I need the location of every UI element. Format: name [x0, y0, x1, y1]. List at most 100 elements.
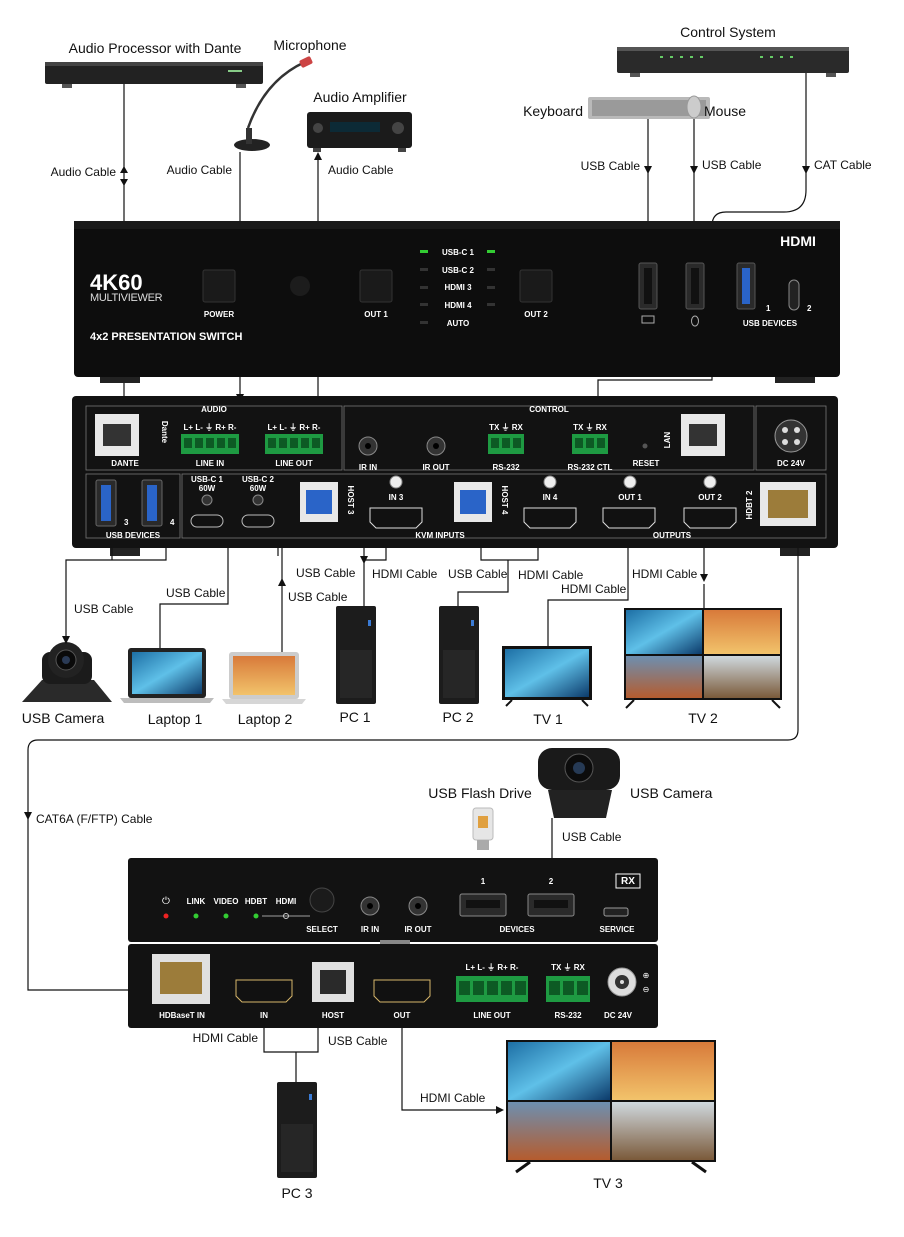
- rear-usbc2-watt: 60W: [250, 484, 267, 493]
- rear-line-out-label: LINE OUT: [275, 459, 312, 468]
- laptop-1-label: Laptop 1: [148, 711, 203, 727]
- pc-1-device: [336, 606, 376, 704]
- control-system-label: Control System: [680, 24, 776, 40]
- keyboard-device: [588, 97, 710, 119]
- ir-sensor-icon: [290, 276, 310, 296]
- rear-reset-label: RESET: [633, 459, 660, 468]
- source-usbc2-label: USB-C 2: [442, 266, 475, 275]
- rear-ir-in-label: IR IN: [359, 463, 377, 472]
- rear-in3-label: IN 3: [389, 493, 404, 502]
- hdmi-cable-label-tv2: HDMI Cable: [632, 567, 698, 581]
- in4-hdmi-port: [523, 507, 577, 529]
- microphone-device: [234, 56, 313, 151]
- rx-line-out-label: LINE OUT: [473, 1011, 510, 1020]
- front-out1-label: OUT 1: [364, 310, 388, 319]
- hdmi-cable-label-pc2: HDMI Cable: [518, 568, 584, 582]
- rs232-ctl-terminal: [572, 434, 608, 454]
- rear-usbc1-watt: 60W: [199, 484, 216, 493]
- tv-2-label: TV 2: [688, 710, 718, 726]
- pc-2-label: PC 2: [442, 709, 473, 725]
- keyboard-label: Keyboard: [523, 103, 583, 119]
- usb-camera-device-1: [22, 642, 112, 702]
- rear-host4-label: HOST 4: [500, 486, 509, 515]
- front-logo-main: 4K60: [90, 270, 143, 295]
- rs232-pins: TX ⏚ RX: [489, 423, 523, 432]
- front-logo-sub: MULTIVIEWER: [90, 292, 163, 304]
- power-button[interactable]: [202, 269, 236, 303]
- out1-hdmi-port: [602, 507, 656, 529]
- rs232-terminal: [488, 434, 524, 454]
- rx-rs232-terminal: [546, 976, 590, 1002]
- rx-hdbt-label: HDBT: [245, 897, 267, 906]
- front-port2-label: 2: [807, 304, 812, 313]
- usb-camera-2-label: USB Camera: [630, 785, 713, 801]
- out1-button[interactable]: [359, 269, 393, 303]
- svg-text:⊖: ⊖: [643, 985, 650, 994]
- usb-cable-label-pc1: USB Cable: [296, 566, 356, 580]
- rx-rs232-label: RS-232: [554, 1011, 582, 1020]
- pc-3-device: [277, 1082, 317, 1178]
- audio-cable-label-1: Audio Cable: [51, 165, 117, 179]
- switch-front-panel: [74, 221, 840, 383]
- rear-dante-label: DANTE: [111, 459, 139, 468]
- mouse-device: [686, 95, 702, 119]
- source-hdmi4-label: HDMI 4: [444, 301, 472, 310]
- usb-cable-label-mouse: USB Cable: [702, 158, 762, 172]
- rear-dante-logo: Dante: [160, 421, 169, 444]
- usb-cable-label-pc3: USB Cable: [328, 1034, 388, 1048]
- rx-in-hdmi-port: [235, 979, 293, 1003]
- rear-rs232-label: RS-232: [492, 463, 520, 472]
- out2-hdmi-port: [683, 507, 737, 529]
- usb-camera-device-2: [538, 748, 620, 818]
- rear-ir-out-label: IR OUT: [422, 463, 449, 472]
- source-led-list: USB-C 1 USB-C 2 HDMI 3 HDMI 4 AUTO: [420, 248, 495, 328]
- polarity-icon: ⊕: [643, 971, 650, 980]
- hdmi-cable-label-tv1: HDMI Cable: [561, 582, 627, 596]
- rear-usbc2-label: USB-C 2: [242, 475, 275, 484]
- audio-amplifier-device: [307, 112, 412, 152]
- line-out-pins: L+ L- ⏚ R+ R-: [268, 423, 321, 432]
- front-usb-devices-label: USB DEVICES: [743, 319, 798, 328]
- rear-in4-label: IN 4: [543, 493, 558, 502]
- select-button[interactable]: [309, 887, 335, 913]
- rx-devices-label: DEVICES: [499, 925, 535, 934]
- rear-rs232-ctl-label: RS-232 CTL: [568, 463, 613, 472]
- usb-flash-drive-device: [472, 807, 494, 850]
- rx-host-label: HOST: [322, 1011, 344, 1020]
- rx-line-out-pins: L+ L- ⏚ R+ R-: [466, 963, 519, 972]
- audio-processor-label: Audio Processor with Dante: [69, 40, 242, 56]
- source-hdmi3-label: HDMI 3: [444, 283, 472, 292]
- mouse-label: Mouse: [704, 103, 746, 119]
- hdmi-cable-label-pc3: HDMI Cable: [193, 1031, 259, 1045]
- front-usb-ports: [638, 262, 800, 327]
- out2-button[interactable]: [519, 269, 553, 303]
- hdmi-cable-label-pc1: HDMI Cable: [372, 567, 438, 581]
- reset-button[interactable]: [642, 443, 648, 449]
- line-in-terminal: [181, 434, 239, 454]
- laptop-2-label: Laptop 2: [238, 711, 293, 727]
- receiver-top-panel: [128, 858, 658, 944]
- pc-2-device: [439, 606, 479, 704]
- rx-out-label: OUT: [394, 1011, 411, 1020]
- front-out2-label: OUT 2: [524, 310, 548, 319]
- usbc1-port: [190, 514, 224, 528]
- rx-link-label: LINK: [187, 897, 206, 906]
- line-in-pins: L+ L- ⏚ R+ R-: [184, 423, 237, 432]
- rx-hdmi-logo: HDMI: [276, 897, 296, 906]
- rs232-ctl-pins: TX ⏚ RX: [573, 423, 607, 432]
- usb-flash-drive-label: USB Flash Drive: [428, 785, 532, 801]
- usb-cable-label-webcam: USB Cable: [562, 830, 622, 844]
- audio-processor-device: [45, 62, 263, 88]
- power-label: POWER: [204, 310, 234, 319]
- rx-line-out-terminal: [456, 976, 528, 1002]
- rx-select-label: SELECT: [306, 925, 338, 934]
- cat-cable-label: CAT Cable: [814, 158, 872, 172]
- rx-hdbaset-in-label: HDBaseT IN: [159, 1011, 205, 1020]
- control-system-device: [617, 47, 849, 77]
- in3-hdmi-port: [369, 507, 423, 529]
- power-icon: ⏻: [162, 896, 170, 907]
- front-model-label: 4x2 PRESENTATION SWITCH: [90, 331, 242, 343]
- service-usb-port: [603, 907, 629, 917]
- rear-lan-label: LAN: [663, 432, 672, 449]
